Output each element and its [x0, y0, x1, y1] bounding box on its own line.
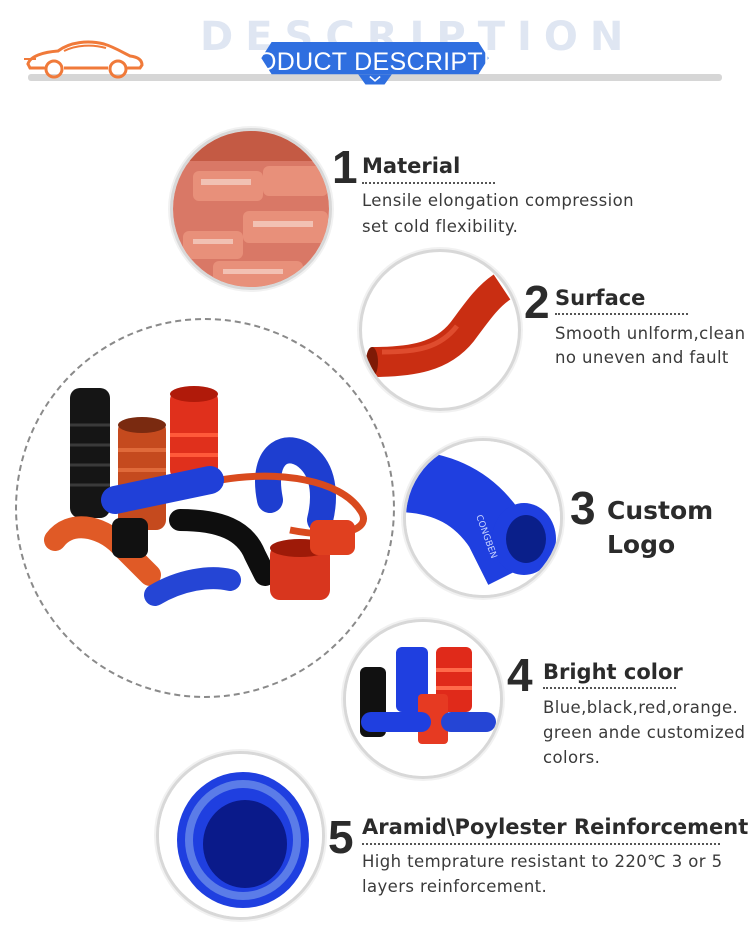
feature-1-underline [362, 182, 495, 184]
hose-assortment-image [44, 386, 367, 606]
page-title: PRODUCT DESCRIPTION [221, 48, 529, 76]
feature-5-number: 5 [328, 811, 354, 863]
feature-4-underline [543, 687, 676, 689]
feature-4-title: Bright color [543, 660, 683, 684]
reinforcement-image [156, 751, 325, 920]
feature-5-title: Aramid\Poylester Reinforcement [362, 815, 749, 839]
feature-1-desc-line2: set cold flexibility. [362, 217, 519, 236]
feature-4-desc-line3: colors. [543, 748, 601, 767]
feature-2-title: Surface [555, 286, 646, 310]
feature-1-title: Material [362, 154, 461, 178]
feature-2-number: 2 [524, 276, 550, 328]
bright-color-image [343, 619, 503, 779]
hose-assortment-frame [15, 318, 395, 698]
feature-5-desc-line2: layers reinforcement. [362, 877, 548, 896]
custom-logo-image: CONGBEN [403, 438, 563, 598]
header-banner [261, 42, 489, 85]
feature-2-underline [555, 313, 688, 315]
feature-2-desc-line2: no uneven and fault [555, 348, 729, 367]
feature-1-desc-line1: Lensile elongation compression [362, 191, 635, 210]
feature-2-desc-line1: Smooth unlform,clean [555, 324, 746, 343]
feature-3-title-line2: Logo [607, 530, 676, 559]
car-outline-icon [24, 40, 144, 79]
feature-4-desc-line1: Blue,black,red,orange. [543, 698, 739, 717]
surface-image [359, 249, 521, 411]
feature-4-desc-line2: green ande customized [543, 723, 746, 742]
chevron-down-icon [369, 75, 381, 82]
feature-4-number: 4 [507, 649, 533, 701]
feature-5-underline [362, 843, 720, 845]
feature-1-number: 1 [332, 141, 358, 193]
feature-3-title-line1: Custom [607, 496, 714, 525]
material-image [170, 128, 332, 290]
feature-3-number: 3 [570, 482, 596, 534]
feature-5-desc-line1: High temprature resistant to 220℃ 3 or 5 [362, 852, 723, 871]
